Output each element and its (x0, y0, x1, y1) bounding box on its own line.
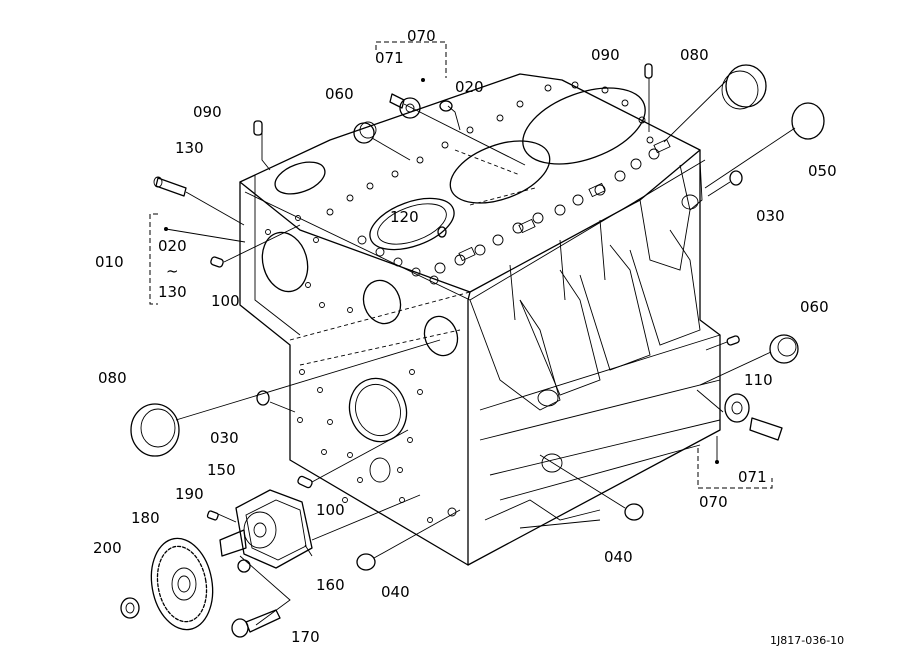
bracket-070-right (697, 448, 773, 489)
label-130-group: 130 (158, 283, 187, 301)
label-180: 180 (131, 509, 160, 527)
pin-120 (437, 226, 447, 238)
label-040-bottom: 040 (381, 583, 410, 601)
label-080-top: 080 (680, 46, 709, 64)
label-100-mid: 100 (316, 501, 345, 519)
cover-050 (791, 102, 825, 140)
label-160: 160 (316, 576, 345, 594)
label-150: 150 (207, 461, 236, 479)
bracket-070-top (375, 41, 447, 78)
label-190: 190 (175, 485, 204, 503)
label-010: 010 (95, 253, 124, 271)
label-120: 120 (390, 208, 419, 226)
label-030-left: 030 (210, 429, 239, 447)
label-200: 200 (93, 539, 122, 557)
oil-seal-080-left (130, 403, 180, 457)
label-080-left: 080 (98, 369, 127, 387)
label-090-left: 090 (193, 103, 222, 121)
label-170: 170 (291, 628, 320, 646)
label-060-right: 060 (800, 298, 829, 316)
idler-shaft-top (389, 78, 425, 119)
cylinder-block (239, 73, 721, 566)
label-090-right: 090 (591, 46, 620, 64)
label-100-left: 100 (211, 292, 240, 310)
label-130-top: 130 (175, 139, 204, 157)
nut-200 (120, 597, 140, 619)
drawing-code: 1J817-036-10 (770, 634, 844, 647)
bracket-010 (149, 213, 158, 305)
plug-030-right (729, 170, 743, 186)
label-071-right: 071 (738, 468, 767, 486)
label-050: 050 (808, 162, 837, 180)
plug-040-bottom (356, 553, 376, 571)
label-110: 110 (744, 371, 773, 389)
plug-030-left (256, 390, 270, 406)
label-060-top: 060 (325, 85, 354, 103)
cap-060-top (353, 121, 377, 144)
label-070-top: 070 (407, 27, 436, 45)
plug-040-right (624, 503, 644, 521)
label-030-right: 030 (756, 207, 785, 225)
label-070-right: 070 (699, 493, 728, 511)
label-tilde: ~ (166, 262, 179, 280)
label-020-group: 020 (158, 237, 187, 255)
plug-020-top (439, 100, 453, 112)
pin-090-right (644, 63, 653, 79)
stud-130 (153, 176, 187, 197)
callout-labels: 070 071 020 060 090 090 080 050 030 130 … (93, 27, 844, 647)
plug-080-top (721, 64, 767, 110)
pin-100-mid (297, 475, 313, 489)
oil-pump-gear (150, 537, 214, 631)
seal-060-right (769, 334, 799, 364)
pin-090-left (253, 120, 263, 136)
pin-100-left (210, 256, 224, 268)
pin-110 (726, 335, 740, 346)
idler-shaft-right (715, 393, 783, 464)
label-020-top: 020 (455, 78, 484, 96)
key-190 (206, 510, 219, 521)
leader-lines (165, 78, 796, 626)
oil-pump (219, 489, 313, 573)
bolt-170 (231, 609, 281, 638)
label-040-right: 040 (604, 548, 633, 566)
label-071-top: 071 (375, 49, 404, 67)
